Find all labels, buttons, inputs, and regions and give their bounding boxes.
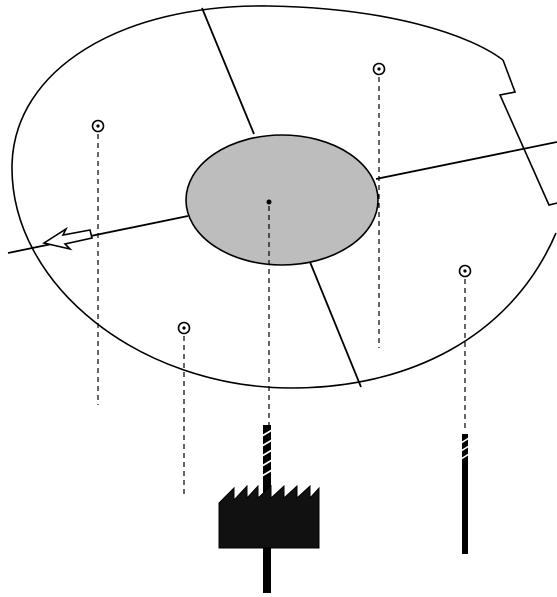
central-shaded-zone	[185, 134, 379, 266]
observation-well	[91, 119, 105, 405]
observation-well	[458, 264, 472, 432]
flow-direction-arrow-icon	[41, 226, 93, 251]
central-well-dot	[266, 199, 272, 205]
factory-icon	[218, 484, 320, 549]
section-line-top	[201, 7, 255, 135]
observation-well	[177, 321, 191, 497]
section-line-bottom	[309, 261, 362, 388]
observation-well	[372, 62, 386, 348]
outer-elliptical-area	[11, 5, 557, 389]
section-line-right	[375, 141, 557, 180]
pumping-well	[460, 434, 470, 554]
